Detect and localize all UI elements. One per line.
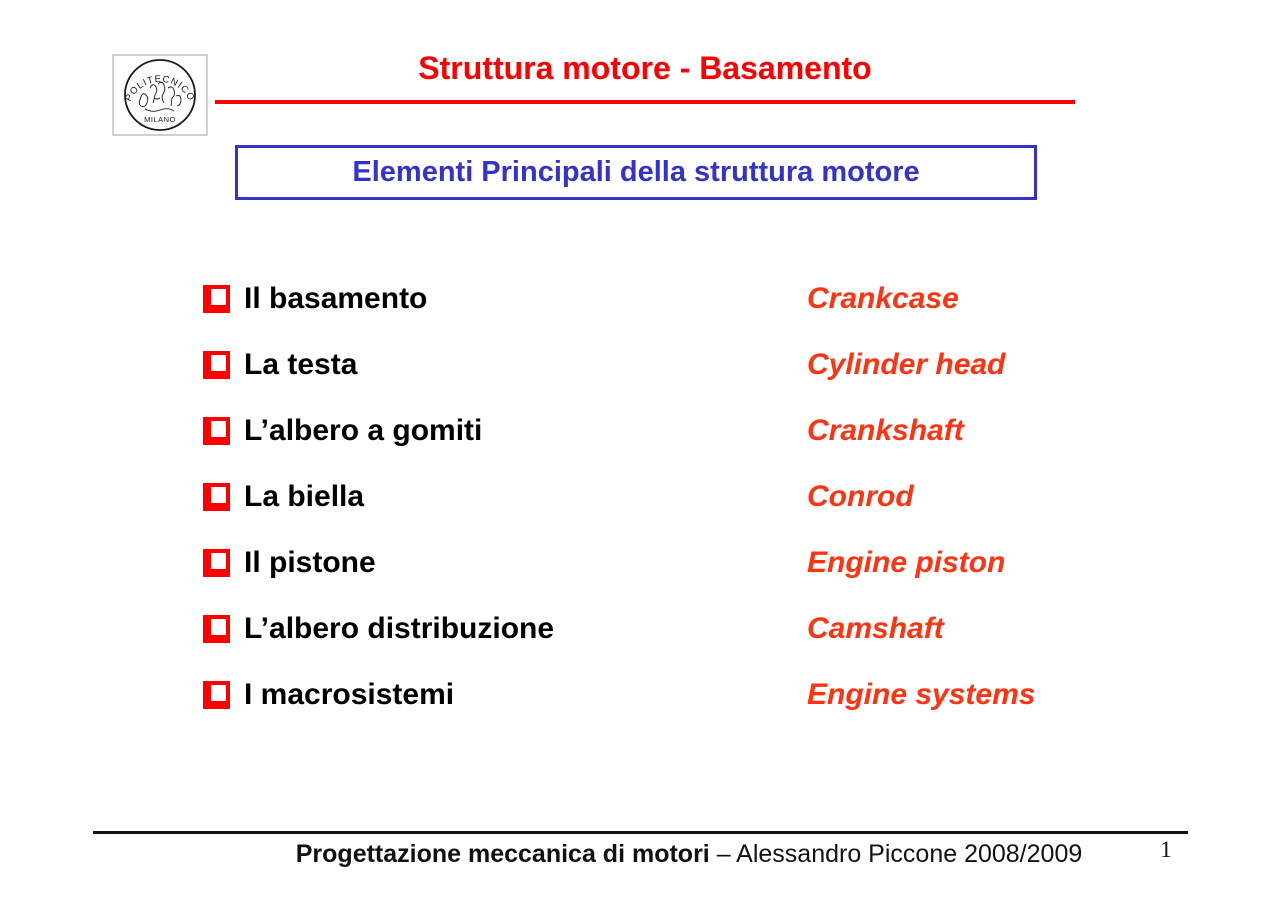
checkbox-bullet-icon	[203, 681, 230, 709]
page-number: 1	[1160, 837, 1172, 862]
polimi-seal-icon: POLITECNICO MILANO	[112, 54, 208, 136]
list-item: L’albero distribuzione Camshaft	[203, 596, 1153, 662]
item-italian-label: Il basamento	[244, 282, 428, 315]
checkbox-bullet-icon	[203, 417, 230, 445]
checkbox-bullet-icon	[203, 351, 230, 379]
list-item: L’albero a gomiti Crankshaft	[203, 398, 1153, 464]
item-italian-label: L’albero a gomiti	[244, 414, 483, 447]
checkbox-bullet-icon	[203, 549, 230, 577]
item-english-label: Engine systems	[807, 678, 1036, 711]
item-english-label: Crankcase	[807, 282, 959, 315]
item-english-label: Camshaft	[807, 612, 944, 645]
checkbox-bullet-icon	[203, 483, 230, 511]
item-english-label: Engine piston	[807, 546, 1006, 579]
item-english-label: Crankshaft	[807, 414, 964, 447]
footer-course: Progettazione meccanica di motori	[295, 840, 710, 868]
checkbox-bullet-icon	[203, 285, 230, 313]
item-italian-label: Il pistone	[244, 546, 376, 579]
subtitle-box: Elementi Principali della struttura moto…	[235, 145, 1037, 200]
svg-text:MILANO: MILANO	[144, 115, 176, 124]
page-title: Struttura motore - Basamento	[418, 50, 872, 86]
list-item: La biella Conrod	[203, 464, 1153, 530]
list-item: I macrosistemi Engine systems	[203, 662, 1153, 728]
footer-rule	[93, 831, 1188, 834]
item-italian-label: L’albero distribuzione	[244, 612, 555, 645]
item-italian-label: La biella	[244, 480, 365, 513]
item-italian-label: La testa	[244, 348, 358, 381]
item-italian-label: I macrosistemi	[244, 678, 455, 711]
item-english-label: Cylinder head	[807, 348, 1006, 381]
list-item: Il basamento Crankcase	[203, 266, 1153, 332]
list-item: Il pistone Engine piston	[203, 530, 1153, 596]
footer-text: Progettazione meccanica di motori – Ales…	[144, 840, 1234, 869]
title-underline	[215, 100, 1075, 104]
polimi-logo: POLITECNICO MILANO	[112, 54, 208, 136]
list-item: La testa Cylinder head	[203, 332, 1153, 398]
subtitle-text: Elementi Principali della struttura moto…	[352, 156, 920, 188]
checkbox-bullet-icon	[203, 615, 230, 643]
item-english-label: Conrod	[807, 480, 914, 513]
footer-author: – Alessandro Piccone 2008/2009	[709, 840, 1083, 868]
bullet-list: Il basamento Crankcase La testa Cylinder…	[203, 266, 1153, 728]
